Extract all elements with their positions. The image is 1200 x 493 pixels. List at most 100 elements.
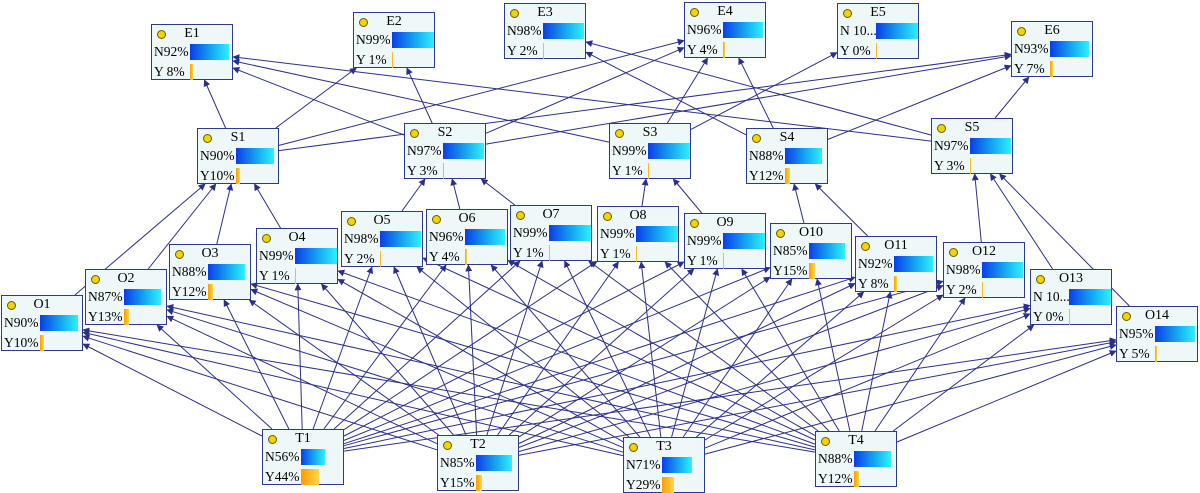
edge-o13-to-s5 [989,173,1054,270]
node-n-bar [636,226,678,242]
node-y-bar [443,163,444,179]
node-title: T1 [295,431,311,446]
edge-t2-to-o8 [497,261,619,436]
edge-t3-to-o13 [704,313,1031,449]
node-y-bar [982,282,983,298]
node-y-bar [465,249,467,265]
node-title: O8 [629,208,647,223]
node-n-label: N71% [626,457,661,472]
node-y-label: Y12% [818,471,853,486]
node-status-dot-icon [603,212,612,221]
node-n-label: N85% [440,455,475,470]
node-status-dot-icon [443,441,452,450]
node-y-label: Y10% [4,335,39,350]
node-title: O4 [288,230,306,245]
node-y-label: Y 8% [858,276,889,291]
edge-t2-to-o5 [393,266,467,436]
node-status-dot-icon [843,9,852,18]
node-y-bar [380,251,381,267]
node-n-label: N98% [507,23,542,38]
node-n-label: N56% [265,449,300,464]
node-y-label: Y15% [440,475,475,490]
edge-t1-to-o1 [82,343,263,437]
node-title: E5 [870,5,886,20]
node-status-dot-icon [937,124,946,133]
node-n-label: N85% [773,243,808,258]
edge-t3-to-o2 [166,308,624,453]
node-y-label: Y12% [172,284,207,299]
node-status-dot-icon [268,435,277,444]
edge-t2-to-o1 [82,334,438,451]
node-status-dot-icon [949,248,958,257]
node-n-bar [1050,41,1089,57]
node-y-label: Y 1% [513,245,544,260]
edge-t2-to-o2 [166,315,438,445]
node-n-bar [854,451,891,467]
node-y-bar [190,64,193,80]
edge-t2-to-o10 [518,276,771,438]
edge-o5-to-s2 [401,178,426,212]
edge-t4-to-o9 [741,268,840,432]
edge-s2-to-e4 [485,46,685,134]
edge-o6-to-s2 [450,178,461,210]
edge-s5-to-e1 [232,54,932,142]
edge-s3-to-e5 [690,52,838,130]
node-title: S3 [642,125,658,140]
edge-t4-to-o11 [861,291,893,432]
node-n-label: N88% [172,264,207,279]
edge-t4-to-o5 [422,257,816,441]
node-n-bar [876,23,918,39]
edge-t4-to-o12 [874,297,966,432]
edge-t3-to-o5 [416,266,630,438]
node-status-dot-icon [203,134,212,143]
node-y-bar [208,284,213,300]
node-n-label: N97% [407,143,442,158]
node-title: E6 [1044,23,1060,38]
node-n-label: N88% [749,148,784,163]
node-y-bar [636,246,637,262]
node-y-bar [662,477,674,493]
node-status-dot-icon [690,219,699,228]
node-status-dot-icon [629,443,638,452]
node-status-dot-icon [1017,27,1026,36]
edge-t3-to-o10 [682,278,793,438]
node-title: E1 [184,26,200,41]
edge-o10-to-s4 [792,183,805,224]
node-n-bar [723,22,763,38]
edge-o11-to-s4 [814,183,869,237]
node-y-label: Y 1% [687,253,718,268]
node-y-bar [970,158,971,174]
edge-s1-to-e1 [203,79,227,129]
edge-s4-to-e3 [585,51,747,136]
node-title: O2 [117,271,135,286]
